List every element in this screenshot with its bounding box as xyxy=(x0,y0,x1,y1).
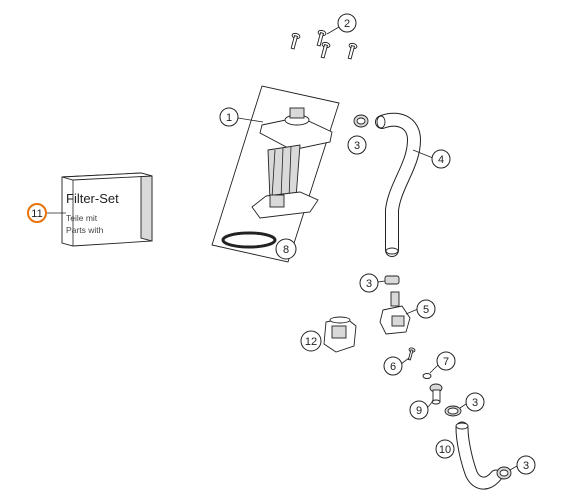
callout-12[interactable]: 12 xyxy=(300,330,322,352)
quick-connector-part xyxy=(379,291,411,335)
hose-clamp-middle xyxy=(384,275,400,285)
callout-1-number: 1 xyxy=(226,112,232,124)
fuel-hose-upper xyxy=(375,112,422,257)
callout-3-middle[interactable]: 3 xyxy=(359,273,379,293)
hose-clamp-top xyxy=(353,114,369,128)
callout-9-number: 10 xyxy=(439,444,451,456)
screws-part xyxy=(290,29,358,60)
callout-7-number: 7 xyxy=(443,356,449,368)
callout-9[interactable]: 10 xyxy=(435,439,455,459)
callout-7[interactable]: 7 xyxy=(436,351,456,371)
callout-1[interactable]: 1 xyxy=(219,107,239,127)
callout-3c-number: 3 xyxy=(472,397,478,409)
callout-3b-number: 3 xyxy=(366,278,372,290)
callout-2[interactable]: 2 xyxy=(337,13,357,33)
callout-3-top[interactable]: 3 xyxy=(347,135,367,155)
fuel-pump-part xyxy=(251,107,333,219)
callout-8[interactable]: 9 xyxy=(409,400,429,420)
callout-10[interactable]: 8 xyxy=(275,238,297,260)
fuel-hose-lower xyxy=(455,421,503,490)
small-screw-part xyxy=(407,347,416,361)
callout-5-number: 5 xyxy=(423,304,429,316)
callout-2-number: 2 xyxy=(344,18,350,30)
callout-3-bottom[interactable]: 3 xyxy=(516,455,536,475)
hose-clamp-bottom xyxy=(496,466,512,480)
callout-3d-number: 3 xyxy=(523,460,529,472)
callout-5[interactable]: 5 xyxy=(416,299,436,319)
hose-clamp-lower xyxy=(444,405,462,417)
small-o-ring-part xyxy=(422,373,432,379)
callout-11-number: 11 xyxy=(31,208,42,220)
callout-12-number: 12 xyxy=(305,336,317,348)
callout-3-lower[interactable]: 3 xyxy=(465,392,485,412)
callout-11[interactable]: 11 xyxy=(27,203,47,223)
callout-10-number: 8 xyxy=(283,244,289,256)
filter-set-box: Filter-Set Teile mit Parts with xyxy=(61,172,153,247)
callout-4[interactable]: 4 xyxy=(431,149,451,169)
filter-set-line2: Parts with xyxy=(66,225,104,235)
o-ring-part xyxy=(221,231,277,249)
callout-6-number: 6 xyxy=(390,361,396,373)
callout-4-number: 4 xyxy=(438,154,444,166)
fitting-part xyxy=(429,383,443,405)
filter-set-line1: Teile mit xyxy=(66,213,98,223)
callout-8-number: 9 xyxy=(416,405,422,417)
callout-3a-number: 3 xyxy=(354,140,360,152)
filter-set-title: Filter-Set xyxy=(66,191,119,206)
callout-6[interactable]: 6 xyxy=(383,356,403,376)
pressure-regulator-part xyxy=(323,316,357,353)
